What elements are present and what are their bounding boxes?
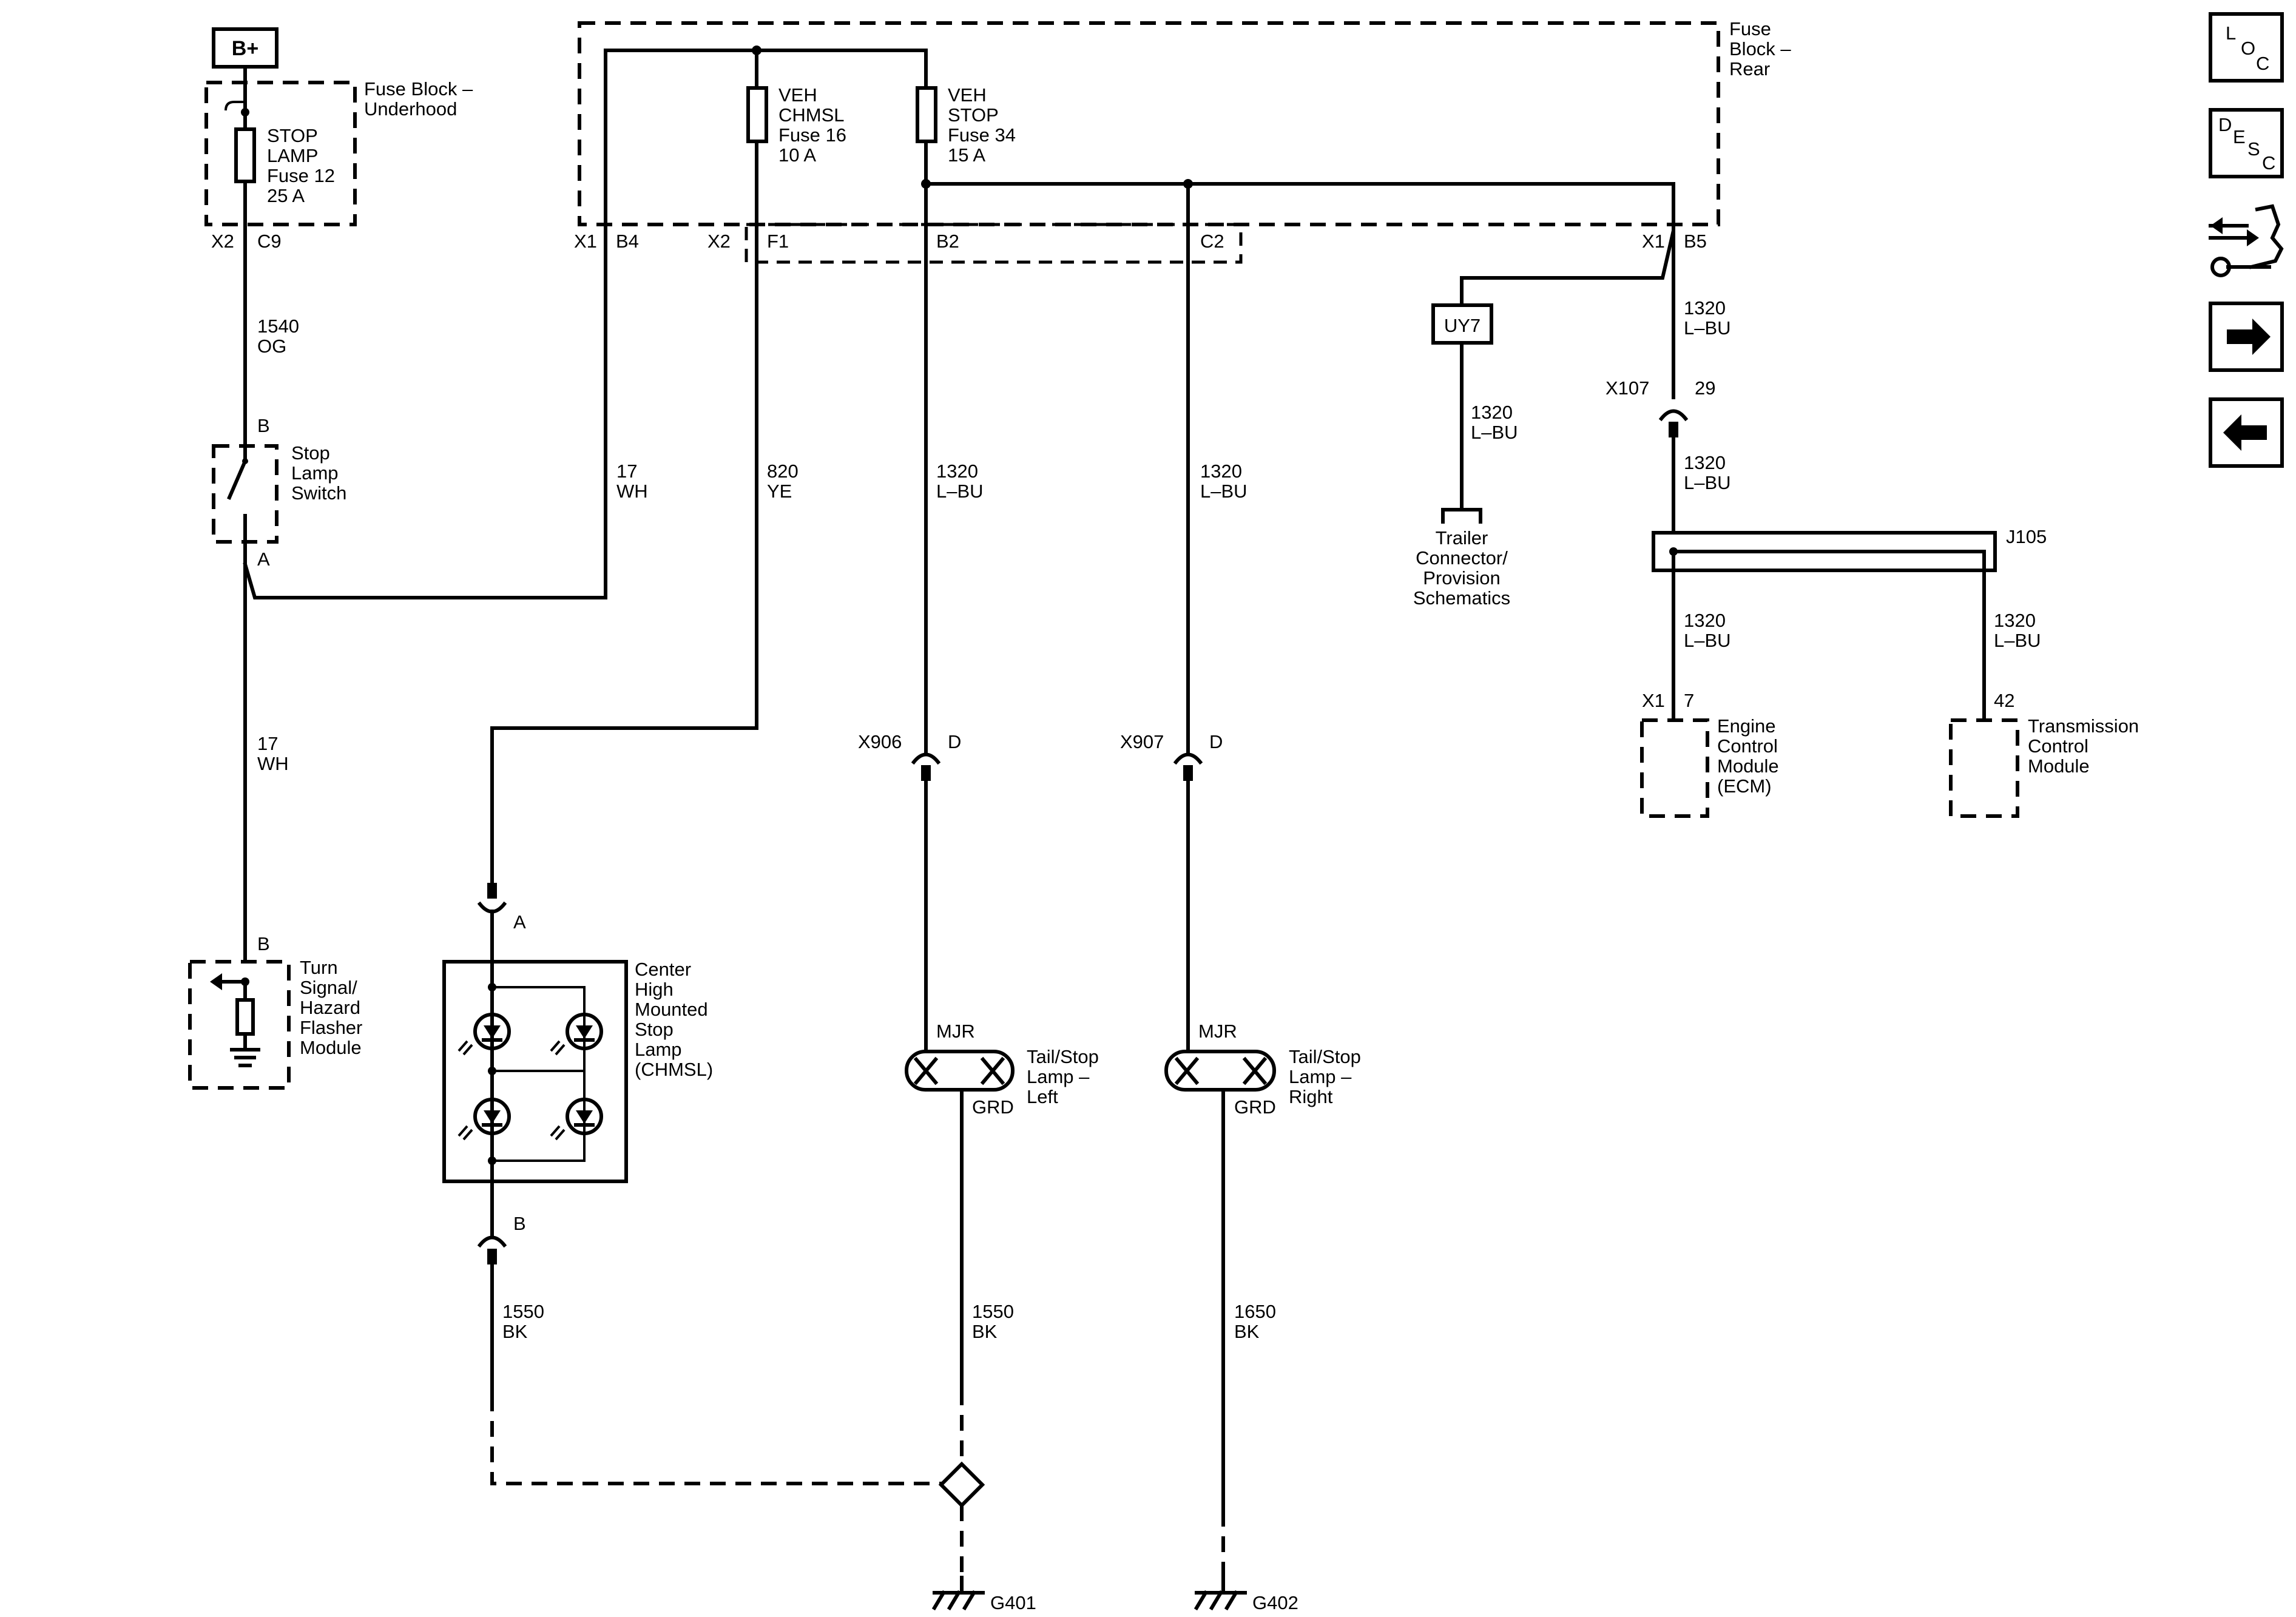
led-icon <box>550 1013 603 1056</box>
turn-signal-flasher-module <box>188 960 291 1090</box>
description-button[interactable]: D E S C <box>2209 108 2284 178</box>
j105-label: J105 <box>2006 526 2047 547</box>
pin-label: B <box>257 415 270 436</box>
pin-label: A <box>257 549 270 570</box>
desc-letter: C <box>2262 152 2275 174</box>
pin-label: X906 <box>858 731 902 752</box>
j105-splice-pack <box>1652 531 1997 572</box>
ground-g402-label: G402 <box>1252 1592 1298 1613</box>
fuse-block-rear <box>578 21 1720 226</box>
pin-label: A <box>513 911 526 933</box>
led-icon <box>458 1098 511 1141</box>
desc-letter: E <box>2233 126 2246 147</box>
uy7-label: UY7 <box>1444 315 1481 336</box>
pin-label: B4 <box>616 231 639 252</box>
veh-stop-fuse <box>916 86 937 143</box>
pin-label: C9 <box>257 231 282 252</box>
pin-label: GRD <box>972 1096 1014 1118</box>
pin-label: MJR <box>936 1021 975 1042</box>
arrow-right-icon <box>2252 319 2271 355</box>
location-view-button[interactable]: L O C <box>2209 12 2284 83</box>
loc-letter: C <box>2256 53 2269 74</box>
pin-label: D <box>948 731 961 752</box>
ground-g401-icon <box>931 1576 985 1611</box>
previous-page-button[interactable] <box>2209 397 2284 468</box>
fuse-block-underhood-label: Fuse Block –Underhood <box>364 78 473 120</box>
pin-label: X907 <box>1120 731 1164 752</box>
pin-label: 29 <box>1695 377 1715 399</box>
tail-stop-lamp-right <box>1164 1050 1276 1092</box>
pin-label: 42 <box>1994 690 2014 711</box>
pin-label: B <box>513 1213 526 1234</box>
splice-diamond <box>938 1461 985 1508</box>
pin-label: X107 <box>1606 377 1649 399</box>
pin-label: X1 <box>574 231 597 252</box>
pin-label: C2 <box>1200 231 1224 252</box>
pin-label: D <box>1209 731 1223 752</box>
fuse-block-underhood <box>204 81 357 226</box>
pin-label: X1 <box>1642 231 1665 252</box>
ground-g401-label: G401 <box>990 1592 1036 1613</box>
led-icon <box>458 1013 511 1056</box>
battery-label: B+ <box>232 37 258 60</box>
desc-letter: S <box>2247 138 2260 160</box>
fuse-block-x2-connector <box>745 223 1243 264</box>
pin-label: X2 <box>211 231 234 252</box>
diagnostic-connector-icon[interactable] <box>2209 204 2284 277</box>
tail-stop-lamp-left <box>905 1050 1015 1092</box>
engine-control-module <box>1640 718 1709 818</box>
pin-label: MJR <box>1198 1021 1237 1042</box>
transmission-control-module <box>1949 718 2019 818</box>
loc-letter: L <box>2226 22 2236 44</box>
next-page-button[interactable] <box>2209 302 2284 372</box>
pin-label: GRD <box>1234 1096 1276 1118</box>
pin-label: X1 <box>1642 690 1665 711</box>
pin-label: X2 <box>707 231 731 252</box>
loc-letter: O <box>2241 38 2255 59</box>
pin-label: B5 <box>1684 231 1707 252</box>
ground-g402-icon <box>1194 1576 1247 1611</box>
pin-label: B2 <box>936 231 959 252</box>
stop-lamp-fuse <box>234 127 256 183</box>
pin-label: F1 <box>767 231 789 252</box>
chmsl-lamp <box>442 960 628 1183</box>
veh-chmsl-fuse <box>746 86 768 143</box>
pin-label: B <box>257 933 270 954</box>
arrow-left-icon <box>2223 414 2241 451</box>
desc-letter: D <box>2218 114 2232 135</box>
pin-label: 7 <box>1684 690 1694 711</box>
led-icon <box>550 1098 603 1141</box>
